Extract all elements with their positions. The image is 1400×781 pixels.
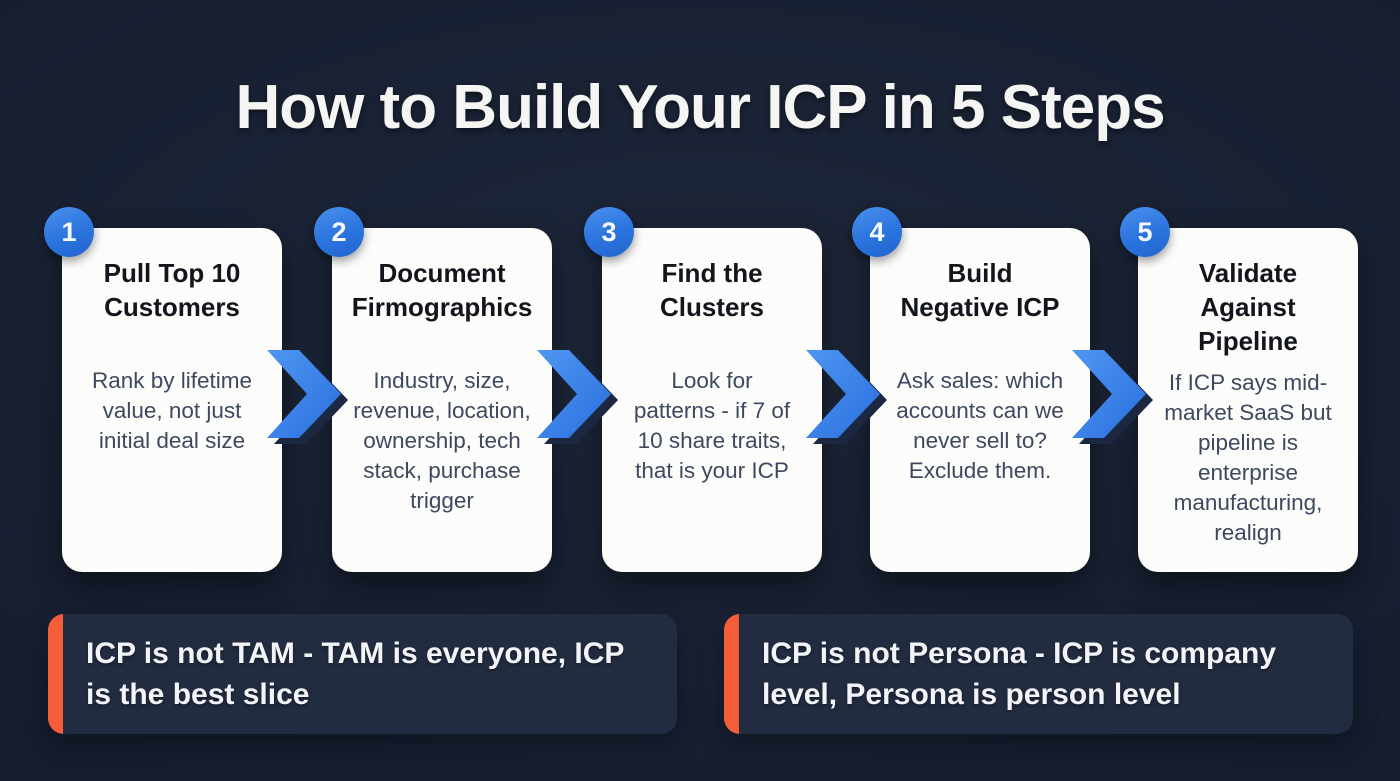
arrow-right-icon — [1072, 348, 1160, 446]
step-number: 4 — [869, 216, 885, 247]
step-card-4: 4 Build Negative ICP Ask sales: which ac… — [852, 207, 1090, 572]
step-number: 5 — [1137, 216, 1153, 247]
step-title: Pull Top 10 Customers — [103, 258, 241, 322]
step-card-2: 2 Document Firmographics Industry, size,… — [314, 207, 552, 572]
step-number: 3 — [601, 216, 617, 247]
step-number-badge: 3 — [584, 207, 634, 257]
step-number-badge: 2 — [314, 207, 364, 257]
accent-bar — [48, 614, 63, 734]
callout-icp-vs-persona: ICP is not Persona - ICP is company leve… — [724, 614, 1353, 734]
step-card-1: 1 Pull Top 10 Customers Rank by lifetime… — [44, 207, 282, 572]
step-description: Rank by lifetime value, not just initial… — [91, 368, 253, 453]
step-number: 2 — [331, 216, 347, 247]
arrow-right-icon — [806, 348, 894, 446]
step-number: 1 — [61, 216, 77, 247]
step-description: Industry, size, revenue, location, owner… — [353, 368, 531, 513]
step-description: Look for patterns - if 7 of 10 share tra… — [633, 368, 791, 483]
arrow-right-icon — [537, 348, 625, 446]
step-card-3: 3 Find the Clusters Look for patterns - … — [584, 207, 822, 572]
step-title: Validate Against Pipeline — [1198, 258, 1298, 356]
step-card-5: 5 Validate Against Pipeline If ICP says … — [1120, 207, 1358, 572]
callout-text: ICP is not Persona - ICP is company leve… — [762, 637, 1277, 711]
step-title: Document Firmographics — [351, 258, 533, 322]
step-title: Build Negative ICP — [900, 258, 1060, 322]
step-number-badge: 1 — [44, 207, 94, 257]
step-description: If ICP says mid-market SaaS but pipeline… — [1164, 370, 1332, 545]
step-number-badge: 4 — [852, 207, 902, 257]
step-title: Find the Clusters — [659, 258, 765, 322]
callout-text: ICP is not TAM - TAM is everyone, ICP is… — [86, 637, 624, 711]
arrow-right-icon — [267, 348, 355, 446]
callout-icp-vs-tam: ICP is not TAM - TAM is everyone, ICP is… — [48, 614, 677, 734]
step-description: Ask sales: which accounts can we never s… — [896, 368, 1064, 483]
page-title: How to Build Your ICP in 5 Steps — [235, 73, 1165, 142]
accent-bar — [724, 614, 739, 734]
step-number-badge: 5 — [1120, 207, 1170, 257]
